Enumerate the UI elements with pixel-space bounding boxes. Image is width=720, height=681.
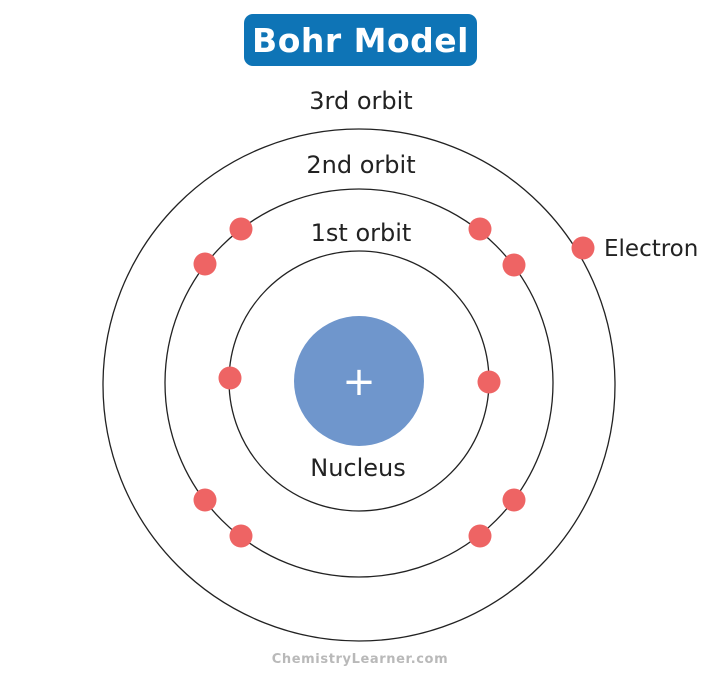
page-title: Bohr Model [252, 20, 469, 60]
electron [571, 236, 595, 260]
nucleus-label: Nucleus [310, 454, 406, 482]
orbit-3-label: 3rd orbit [309, 87, 412, 115]
nucleus-plus-sign: + [342, 359, 376, 405]
orbit-3-electrons [571, 236, 595, 260]
orbit-3 [102, 128, 616, 642]
electron [502, 488, 526, 512]
title-badge: Bohr Model [244, 14, 477, 66]
electron [193, 252, 217, 276]
orbit-1-label: 1st orbit [311, 219, 412, 247]
orbit-2-electrons [193, 217, 526, 548]
orbit-1-electrons [218, 366, 501, 394]
electron [502, 253, 526, 277]
electron [468, 217, 492, 241]
electron [477, 370, 501, 394]
electron [218, 366, 242, 390]
electron-label: Electron [604, 236, 698, 262]
orbit-2 [164, 188, 554, 578]
electron [229, 217, 253, 241]
site-credit: ChemistryLearner.com [271, 652, 449, 667]
electron [193, 488, 217, 512]
nucleus [294, 316, 424, 446]
electron [229, 524, 253, 548]
orbit-2-label: 2nd orbit [306, 151, 415, 179]
electron [468, 524, 492, 548]
